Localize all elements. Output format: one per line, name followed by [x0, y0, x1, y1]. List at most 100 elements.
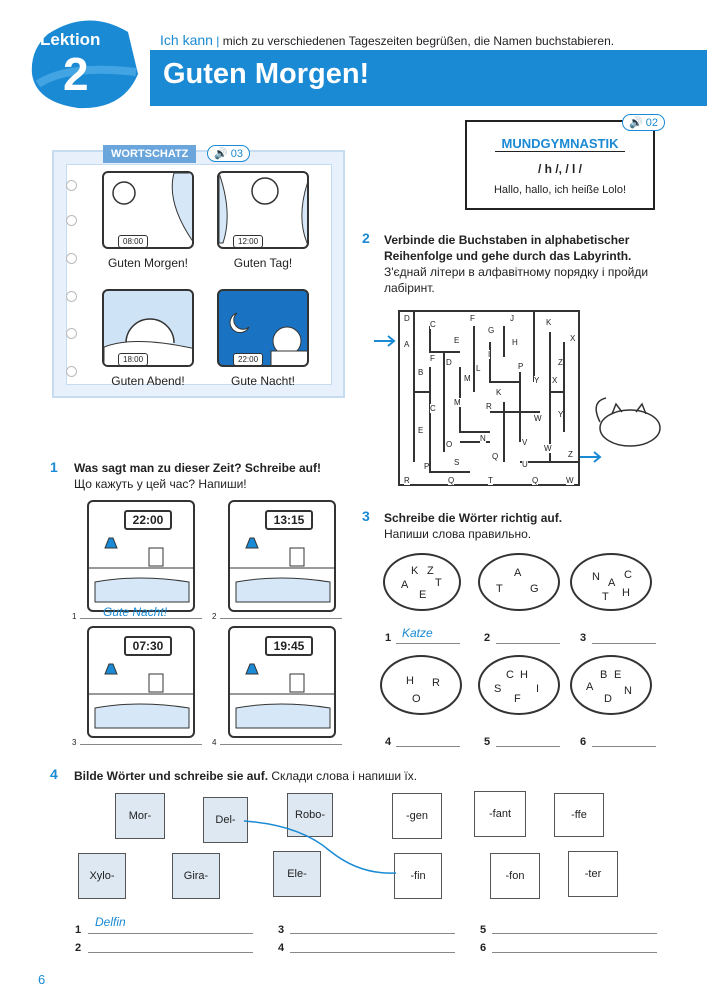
answer-line[interactable] [290, 952, 455, 953]
picture-day: 12:00 [217, 171, 309, 249]
puzzle-piece[interactable]: Del- [203, 797, 248, 843]
egg-letter: R [432, 677, 440, 689]
caption-night: Gute Nacht! [230, 374, 296, 388]
answer-number: 5 [480, 924, 487, 936]
maze-letter: B [418, 368, 424, 377]
puzzle-piece[interactable]: Mor- [115, 793, 165, 839]
puzzle-piece[interactable]: -fin [394, 853, 442, 899]
maze-letter: L [476, 364, 481, 373]
binder-ring [66, 253, 77, 264]
moon-icon [229, 312, 307, 365]
caption-evening: Guten Abend! [111, 374, 185, 388]
clock-display: 13:15 [265, 510, 313, 530]
puzzle-piece[interactable]: -fon [490, 853, 540, 899]
sun-icon [219, 173, 307, 244]
answer-line[interactable] [592, 746, 656, 747]
room-scene [89, 537, 193, 603]
maze-letter: W [544, 444, 552, 453]
answer-line[interactable] [290, 933, 455, 934]
puzzle-piece[interactable]: -ter [568, 851, 618, 897]
puzzle-piece[interactable]: -gen [392, 793, 442, 839]
mundgymnastik-title: MUNDGYMNASTIK [495, 136, 625, 152]
ich-kann-label: Ich kann [160, 32, 213, 48]
puzzle-piece[interactable]: Xylo- [78, 853, 126, 899]
page-title: Guten Morgen! [163, 58, 370, 90]
task-instruction-ua: Напиши слова правильно. [384, 527, 532, 541]
egg-letter: E [614, 669, 622, 681]
answer-line[interactable] [492, 952, 657, 953]
maze-letter: Q [532, 476, 539, 485]
puzzle-piece[interactable]: -ffe [554, 793, 604, 837]
maze-letter: W [566, 476, 574, 485]
egg-letter: I [536, 683, 540, 695]
lektion-label: Lektion [40, 30, 101, 49]
maze-letter: X [552, 376, 558, 385]
labyrinth[interactable]: D C F J K A E G H X F I Z B D L P Y X M … [398, 310, 580, 486]
puzzle-piece[interactable]: Ele- [273, 851, 321, 897]
egg-letter: T [496, 583, 503, 595]
answer-line[interactable] [80, 744, 202, 745]
answer-line[interactable] [88, 952, 253, 953]
connecting-line [243, 820, 397, 874]
task-number: 4 [50, 766, 58, 782]
egg-letter: E [419, 589, 427, 601]
audio-track-button[interactable]: 🔊 02 [622, 114, 666, 131]
maze-letter: X [570, 334, 576, 343]
puzzle-piece[interactable]: -fant [474, 791, 526, 837]
clock-display: 07:30 [124, 636, 172, 656]
answer-number: 5 [484, 736, 491, 748]
task-number: 3 [362, 508, 370, 524]
puzzle-piece[interactable]: Gira- [172, 853, 220, 899]
egg-letter: T [602, 591, 609, 603]
task-instruction-de: Verbinde die Buchstaben in alphabetische… [384, 233, 632, 263]
egg-letter: D [604, 693, 612, 705]
maze-letter: V [522, 438, 528, 447]
page-number: 6 [38, 972, 46, 987]
egg-letter: H [622, 587, 630, 599]
task-instruction-ua: Що кажуть у цей час? Напиши! [74, 477, 247, 491]
maze-letter: D [446, 358, 452, 367]
picture-night: 22:00 [217, 289, 309, 367]
answer-line[interactable] [496, 746, 560, 747]
task-number: 2 [362, 230, 370, 246]
maze-letter: G [488, 326, 495, 335]
picture-morning: 08:00 [102, 171, 194, 249]
binder-ring [66, 291, 77, 302]
puzzle-piece[interactable]: Robo- [287, 793, 333, 837]
answer-line[interactable] [492, 933, 657, 934]
answer-number: 3 [72, 738, 77, 747]
audio-track-number: 03 [230, 148, 244, 160]
ich-kann-line: Ich kann | mich zu verschiedenen Tagesze… [160, 32, 614, 48]
maze-letter: Z [568, 450, 573, 459]
task-instruction-ua: З'єднай літери в алфавітному порядку і п… [384, 265, 649, 295]
binder-ring [66, 366, 77, 377]
answer-line[interactable] [220, 744, 342, 745]
egg-letter: G [530, 583, 539, 595]
binder-ring [66, 328, 77, 339]
title-band [150, 50, 707, 106]
answer-line[interactable] [396, 643, 460, 644]
answer-line[interactable] [592, 643, 656, 644]
egg-letter: A [586, 681, 594, 693]
task-number: 1 [50, 459, 58, 475]
audio-track-button[interactable]: 🔊 03 [207, 145, 251, 162]
maze-letter: S [454, 458, 460, 467]
maze-letter: K [546, 318, 552, 327]
answer-number: 2 [484, 632, 491, 644]
ich-kann-separator: | [216, 34, 220, 48]
answer-line[interactable] [220, 618, 342, 619]
sun-icon [112, 173, 192, 241]
answer-line[interactable] [496, 643, 560, 644]
answer-line[interactable] [80, 618, 202, 619]
egg-letter: O [412, 693, 421, 705]
maze-letter: K [496, 388, 502, 397]
clock: 08:00 [118, 235, 149, 247]
answer-number: 2 [75, 942, 82, 954]
answer-line[interactable] [88, 933, 253, 934]
lektion-number: 2 [63, 48, 89, 100]
answer-line[interactable] [396, 746, 460, 747]
maze-letter: R [404, 476, 410, 485]
